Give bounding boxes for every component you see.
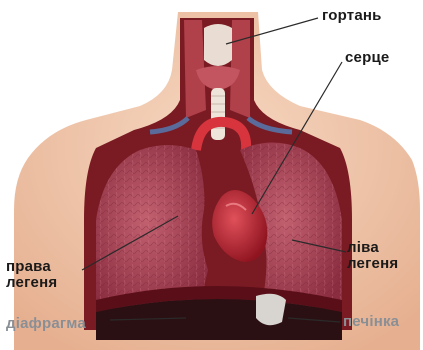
- stomach-highlight: [256, 294, 286, 325]
- left-lung-label-line2: легеня: [347, 256, 398, 272]
- left-lung-label-line1: ліва: [347, 240, 398, 256]
- left-lung-label: ліва легеня: [347, 240, 398, 272]
- larynx-organ: [204, 24, 232, 66]
- heart-label: серце: [345, 50, 389, 66]
- right-lung-label: права легеня: [6, 259, 57, 291]
- larynx-label: гортань: [322, 8, 382, 24]
- diaphragm-label: діафрагма: [6, 316, 86, 332]
- right-lung-label-line1: права: [6, 259, 57, 275]
- liver-label: печінка: [343, 314, 399, 330]
- right-lung-label-line2: легеня: [6, 275, 57, 291]
